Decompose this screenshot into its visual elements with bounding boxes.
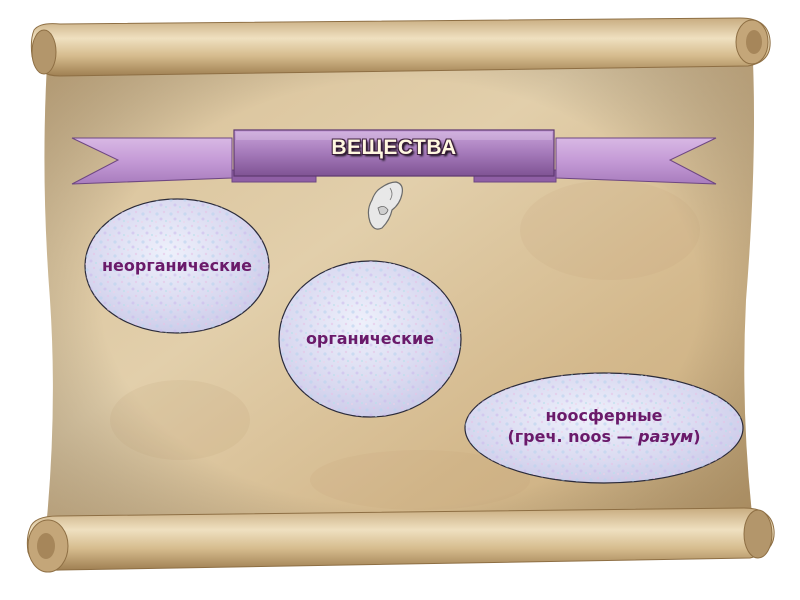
oval-inorganic <box>84 198 270 334</box>
title-ribbon <box>71 129 717 185</box>
oval-label-noospheric: ноосферные (греч. noos — разум) <box>466 405 742 447</box>
oval-noospheric <box>464 372 744 484</box>
noospheric-line-2: (греч. noos — разум) <box>466 426 742 447</box>
noospheric-suffix: ) <box>693 427 701 446</box>
noospheric-prefix: (греч. noos — <box>507 427 639 446</box>
page-title: ВЕЩЕСТВА <box>331 136 457 159</box>
oval-organic <box>278 260 462 418</box>
noospheric-italic: разум <box>638 427 694 446</box>
noospheric-line-1: ноосферные <box>545 406 663 425</box>
oval-label-organic: органические <box>305 329 435 348</box>
oval-label-inorganic: неорганические <box>101 256 252 275</box>
hand-icon <box>367 181 403 230</box>
